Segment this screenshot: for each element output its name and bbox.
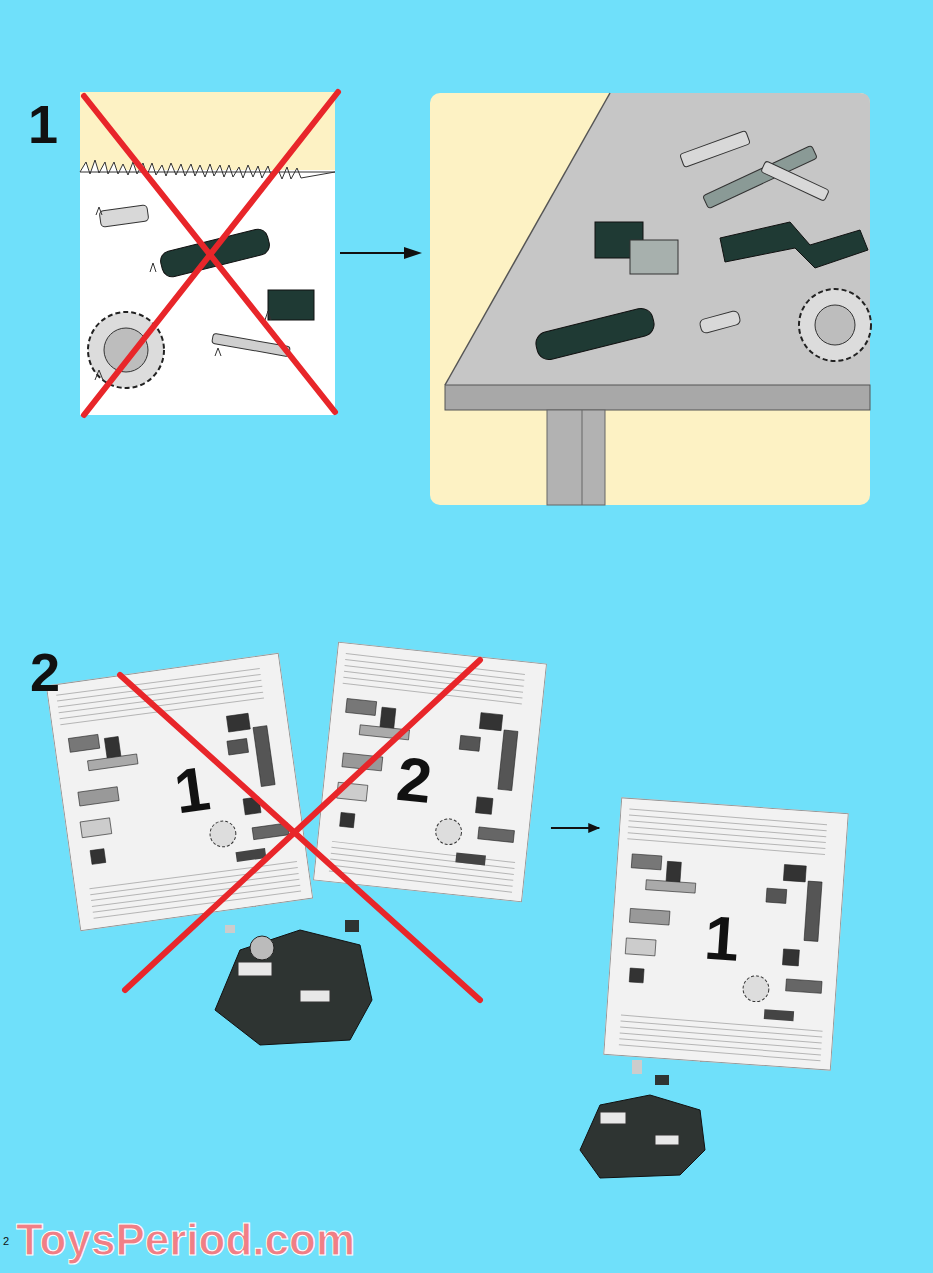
- cross-mark: [84, 92, 338, 415]
- bag-number: 2: [394, 748, 435, 813]
- watermark: ToysPeriod.com: [16, 1218, 355, 1262]
- parts-bag: 1: [603, 797, 848, 1070]
- arrow: [551, 827, 599, 829]
- bag-number: 1: [703, 907, 742, 971]
- step-one-illustration: [0, 0, 933, 640]
- parts-bag: 2: [313, 642, 547, 903]
- parts-bag: 1: [46, 653, 313, 931]
- step-number: 2: [30, 645, 60, 699]
- table-panel: [430, 93, 871, 505]
- step-number: 1: [28, 97, 58, 151]
- arrow: [340, 247, 422, 259]
- page-number: 2: [3, 1236, 9, 1247]
